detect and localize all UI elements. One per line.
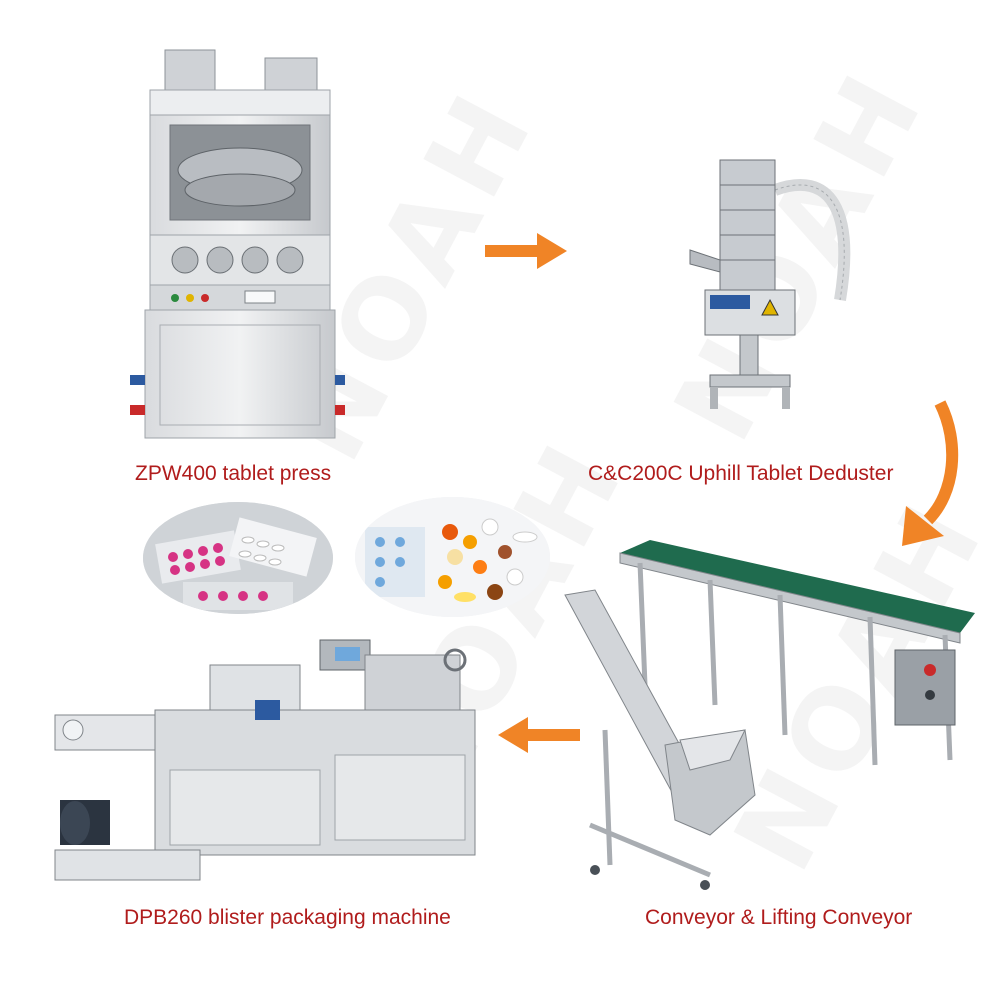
deduster-image — [689, 159, 851, 409]
blister-pack-photo — [143, 502, 333, 614]
blister-machine-image — [54, 639, 476, 881]
loose-tablets-photo — [355, 497, 550, 617]
arrow-right-icon — [485, 233, 567, 269]
conveyor-image — [564, 540, 975, 890]
tablet-press-image — [130, 49, 345, 439]
caption-blister-machine: DPB260 blister packaging machine — [124, 906, 451, 929]
caption-tablet-press: ZPW400 tablet press — [135, 462, 332, 485]
caption-conveyor: Conveyor & Lifting Conveyor — [645, 906, 913, 929]
caption-deduster: C&C200C Uphill Tablet Deduster — [588, 462, 894, 485]
arrow-curved-down-icon — [902, 400, 959, 546]
arrow-left-icon — [498, 717, 580, 753]
